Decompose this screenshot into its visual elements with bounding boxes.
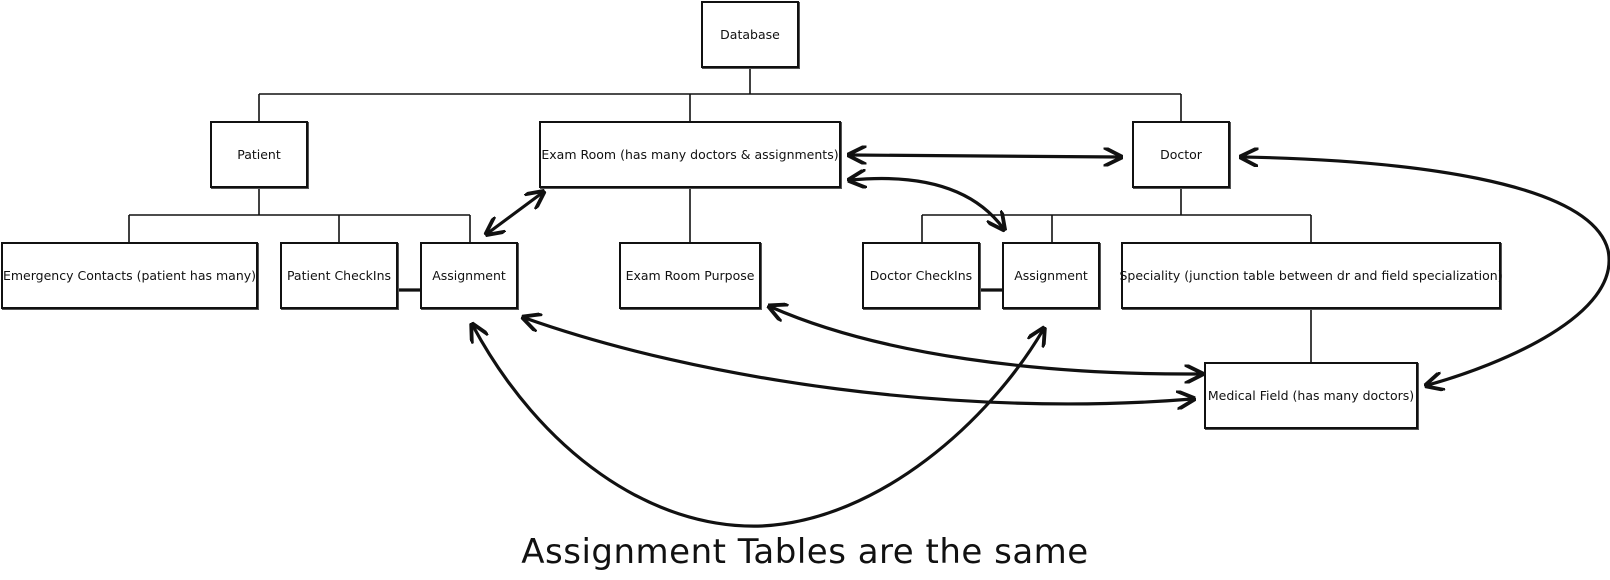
node-exam-room-purpose: Exam Room Purpose [619, 242, 761, 309]
arrow-patient-assignment-medical-field [525, 318, 1192, 404]
node-doctor-assignment-label: Assignment [1014, 268, 1088, 283]
node-exam-room-purpose-label: Exam Room Purpose [625, 268, 755, 283]
node-patient-checkins: Patient CheckIns [280, 242, 398, 309]
node-doctor-assignment: Assignment [1002, 242, 1100, 309]
node-patient-assignment: Assignment [420, 242, 518, 309]
node-emergency-contacts-label: Emergency Contacts (patient has many) [2, 268, 257, 283]
node-exam-room-label: Exam Room (has many doctors & assignment… [541, 147, 839, 162]
node-emergency-contacts: Emergency Contacts (patient has many) [1, 242, 258, 309]
tree-connectors [128, 67, 1312, 362]
node-medical-field: Medical Field (has many doctors) [1204, 362, 1418, 429]
node-doctor-checkins-label: Doctor CheckIns [869, 268, 973, 283]
relationship-arrows [379, 155, 1610, 528]
node-patient-label: Patient [237, 147, 281, 162]
node-doctor: Doctor [1132, 121, 1230, 188]
node-patient-assignment-label: Assignment [432, 268, 506, 283]
node-patient-checkins-label: Patient CheckIns [286, 268, 392, 283]
node-doctor-checkins: Doctor CheckIns [862, 242, 980, 309]
arrow-patient-assignment-doctor-assignment [473, 326, 1043, 528]
arrow-exam-room-doctor [851, 155, 1119, 157]
arrow-doctor-medical-field [1243, 157, 1610, 385]
node-speciality: Speciality (junction table between dr an… [1119, 242, 1503, 309]
diagram-caption: Assignment Tables are the same [521, 532, 1089, 572]
node-medical-field-label: Medical Field (has many doctors) [1207, 388, 1415, 403]
node-exam-room: Exam Room (has many doctors & assignment… [539, 121, 841, 188]
node-database-label: Database [720, 27, 780, 42]
node-database: Database [701, 1, 799, 68]
arrow-exam-room-doctor-assignment [851, 179, 1003, 228]
arrow-exam-room-patient-assignment [488, 193, 542, 233]
arrow-exam-room-purpose-medical-field [771, 307, 1200, 374]
node-doctor-label: Doctor [1160, 147, 1202, 162]
node-speciality-label: Speciality (junction table between dr an… [1119, 268, 1503, 283]
node-patient: Patient [210, 121, 308, 188]
